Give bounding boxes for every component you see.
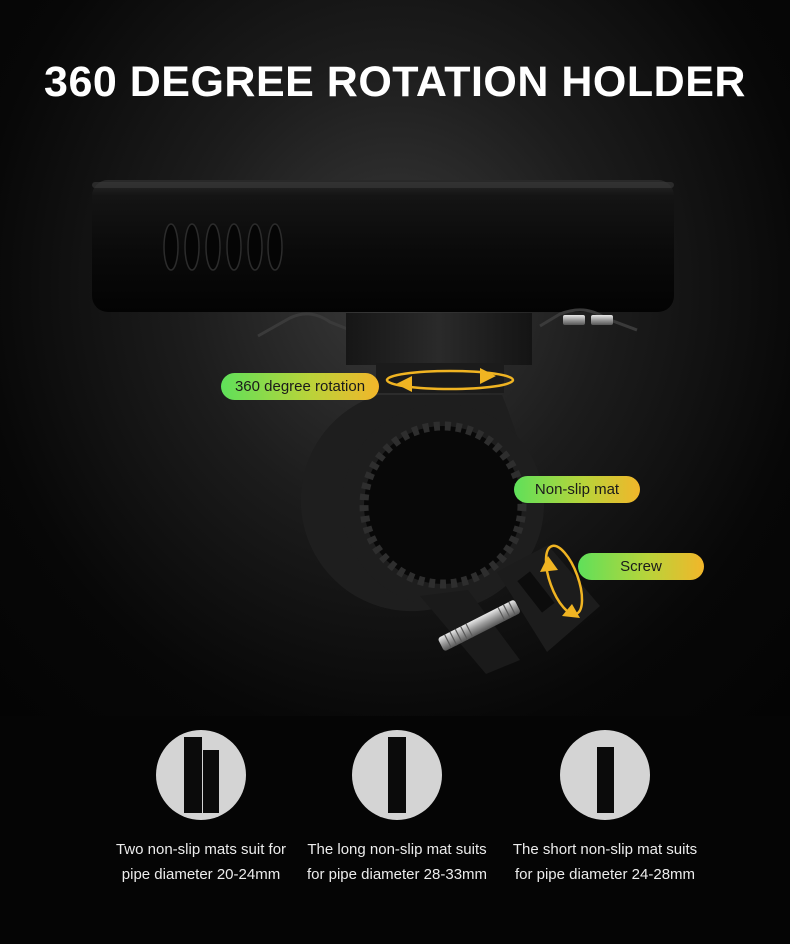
mat-option-caption: Two non-slip mats suit for pipe diameter…: [115, 841, 287, 883]
callout-non-slip-mat: Non-slip mat: [514, 476, 640, 503]
two-mats-icon: [156, 730, 246, 820]
cooling-grooves: [163, 223, 283, 271]
short-mat-icon: [560, 730, 650, 820]
mount-bolts: [563, 315, 613, 325]
mat-option-caption: The short non-slip mat suits for pipe di…: [512, 841, 698, 883]
bike-light-illustration: [92, 180, 674, 674]
screw-rotation-arrow-icon: [540, 544, 584, 618]
handlebar-clamp: [300, 395, 600, 674]
mat-option-caption: The long non-slip mat suits for pipe dia…: [306, 841, 488, 883]
light-body: [92, 180, 674, 312]
long-mat-icon: [352, 730, 442, 820]
clamp-screw: [438, 600, 520, 651]
mat-option-two-mats: Two non-slip mats suit for pipe diameter…: [101, 730, 301, 887]
callout-rotation: 360 degree rotation: [221, 373, 379, 400]
mat-option-long-mat: The long non-slip mat suits for pipe dia…: [297, 730, 497, 887]
callout-screw: Screw: [578, 553, 704, 580]
mount-block: [346, 313, 532, 365]
rotation-arrow-icon: [385, 368, 515, 392]
mat-option-short-mat: The short non-slip mat suits for pipe di…: [505, 730, 705, 887]
page-title: 360 DEGREE ROTATION HOLDER: [44, 58, 746, 106]
